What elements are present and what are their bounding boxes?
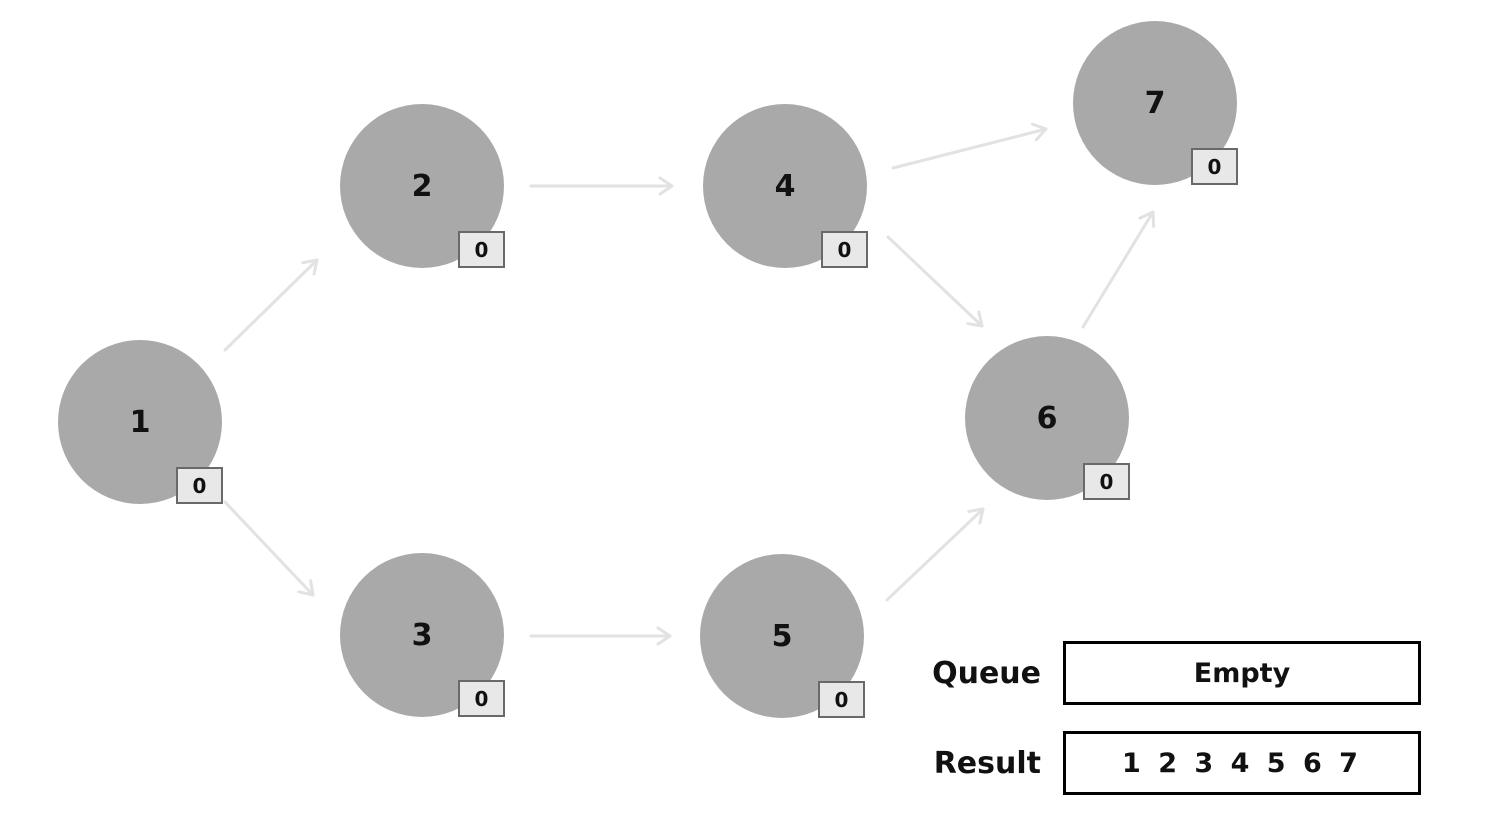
node-7-indegree-badge: 0	[1191, 148, 1238, 185]
result-value-box: 1 2 3 4 5 6 7	[1063, 731, 1421, 795]
graph-node-7: 7 0	[1073, 21, 1238, 185]
node-6-indegree-badge: 0	[1083, 463, 1130, 500]
queue-value-box: Empty	[1063, 641, 1421, 705]
result-row: Result 1 2 3 4 5 6 7	[900, 731, 1445, 795]
node-1-indegree-badge: 0	[176, 467, 223, 504]
node-7-label: 7	[1144, 85, 1166, 121]
queue-label: Queue	[932, 655, 1041, 691]
node-2-label: 2	[411, 168, 433, 204]
graph-node-2: 2 0	[340, 104, 505, 268]
node-6-label: 6	[1036, 400, 1058, 436]
queue-row: Queue Empty	[900, 641, 1445, 705]
node-4-indegree-badge: 0	[821, 231, 868, 268]
node-5-indegree-badge: 0	[818, 681, 865, 718]
edge-4-7	[891, 122, 1048, 170]
graph-node-3: 3 0	[340, 553, 505, 717]
node-2-indegree-badge: 0	[458, 231, 505, 268]
edge-5-6	[885, 507, 985, 602]
node-4-label: 4	[774, 168, 796, 204]
result-label: Result	[933, 745, 1041, 781]
graph-node-1: 1 0	[58, 340, 223, 504]
graph-node-4: 4 0	[703, 104, 868, 268]
node-3-label: 3	[411, 617, 433, 653]
edge-4-6	[886, 235, 984, 328]
node-1-label: 1	[129, 404, 151, 440]
node-5-label: 5	[771, 618, 793, 654]
edge-1-3	[223, 500, 315, 597]
node-3-indegree-badge: 0	[458, 680, 505, 717]
graph-node-5: 5 0	[700, 554, 865, 718]
edge-1-2	[223, 258, 319, 352]
graph-node-6: 6 0	[965, 336, 1130, 500]
edge-6-7	[1081, 210, 1156, 329]
